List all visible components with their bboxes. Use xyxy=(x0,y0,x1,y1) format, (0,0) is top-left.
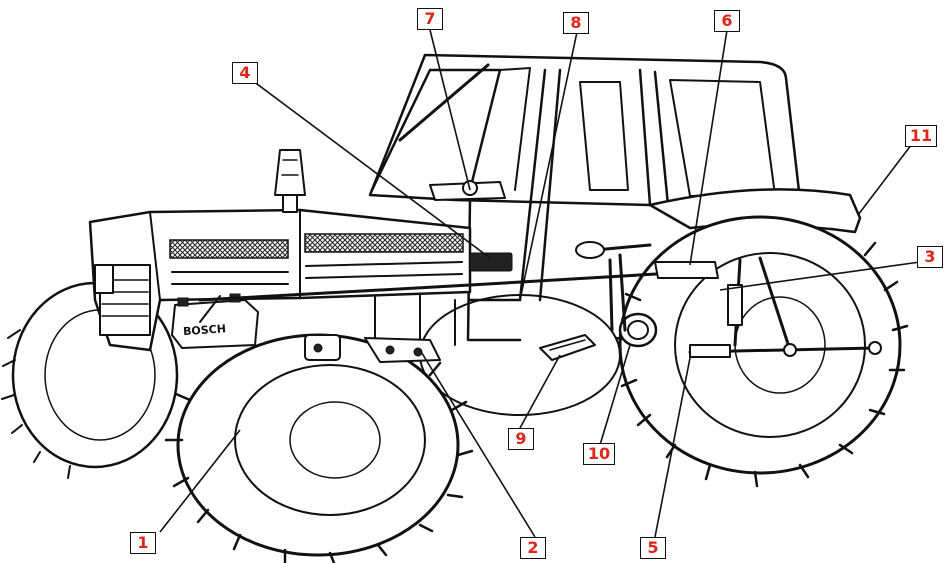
callout-4: 4 xyxy=(232,62,258,84)
battery-brand-label: BOSCH xyxy=(183,322,227,338)
callout-label-8: 8 xyxy=(570,13,582,32)
callout-label-7: 7 xyxy=(424,9,436,28)
callout-7: 7 xyxy=(417,8,443,30)
callout-label-4: 4 xyxy=(239,63,251,82)
callout-6: 6 xyxy=(714,10,740,32)
leader-line-3 xyxy=(719,261,921,291)
callout-label-9: 9 xyxy=(515,429,527,448)
callout-11: 11 xyxy=(905,125,937,147)
rear-left-wheel xyxy=(419,294,621,416)
battery: BOSCH xyxy=(171,293,259,349)
leader-line-1 xyxy=(159,429,241,533)
callout-8: 8 xyxy=(563,12,589,34)
callout-label-6: 6 xyxy=(721,11,733,30)
rear-right-wheel xyxy=(614,215,909,488)
callout-2: 2 xyxy=(520,537,546,559)
callout-1: 1 xyxy=(130,532,156,554)
leader-line-11 xyxy=(857,139,916,216)
callout-label-1: 1 xyxy=(137,533,149,552)
callout-5: 5 xyxy=(640,537,666,559)
leader-line-5 xyxy=(654,357,691,538)
callout-label-3: 3 xyxy=(924,247,936,266)
hood-grille-left xyxy=(169,239,289,259)
leader-line-7 xyxy=(429,29,471,191)
callout-3: 3 xyxy=(917,246,943,268)
callout-label-10: 10 xyxy=(587,444,611,463)
engine-hood xyxy=(88,149,472,352)
leader-line-8 xyxy=(519,31,578,301)
leader-line-4 xyxy=(244,74,491,259)
wiring-and-linkages xyxy=(198,241,882,363)
leader-line-10 xyxy=(599,344,631,446)
callout-9: 9 xyxy=(508,428,534,450)
leader-line-9 xyxy=(519,354,561,429)
hood-grille-right xyxy=(304,233,464,253)
callout-10: 10 xyxy=(583,443,615,465)
cab xyxy=(368,53,802,342)
front-right-wheel xyxy=(164,333,474,563)
callout-label-11: 11 xyxy=(909,126,933,145)
callout-label-2: 2 xyxy=(527,538,539,557)
leader-line-6 xyxy=(689,29,728,266)
leader-lines xyxy=(159,29,921,538)
leader-line-2 xyxy=(419,349,536,538)
callout-label-5: 5 xyxy=(647,538,659,557)
